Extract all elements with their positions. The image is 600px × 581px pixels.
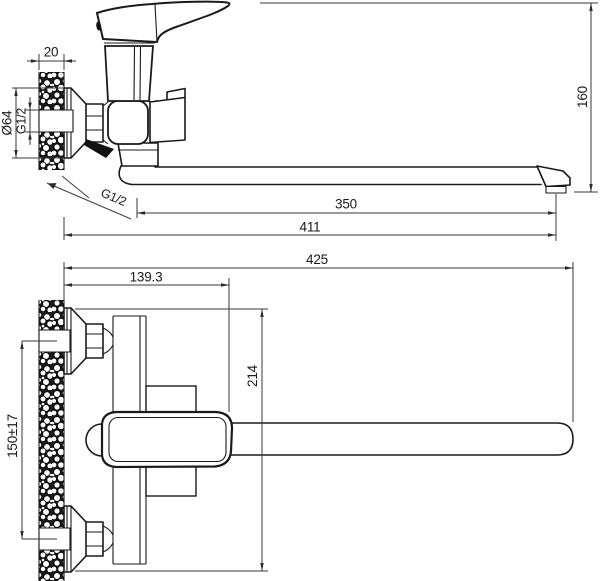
dim-overall-height-label: 160: [575, 86, 590, 108]
dim-overall-depth-label: 214: [245, 364, 260, 387]
dim-shower-outlet-thread-label: G1/2: [99, 186, 129, 209]
dim-spout-reach: 350: [136, 194, 557, 241]
dim-inlet-centres-label: 150±17: [5, 414, 20, 458]
valve-body-side: [107, 100, 157, 145]
dim-inlet-thread: G1/2: [15, 97, 39, 145]
plan-view: 425 139.3 214 150±17: [5, 252, 574, 581]
handle-plan: [85, 410, 234, 469]
dim-inlet-thread-label: G1/2: [15, 108, 29, 135]
spout-side: [118, 165, 571, 194]
dim-inlet-centres: 150±17: [5, 340, 57, 540]
side-view: 20 Ø64 G1/2 160 350: [0, 0, 598, 241]
eccentric-union-bottom: [38, 505, 104, 573]
dim-escutcheon-diameter: Ø64: [0, 87, 64, 159]
dim-wall-to-cartridge: 139.3: [64, 270, 230, 412]
inlet-pipe-side: [38, 109, 74, 133]
dim-overall-height: 160: [260, 2, 598, 193]
dim-wall-to-cartridge-label: 139.3: [130, 270, 163, 285]
dim-overall-depth: 214: [75, 308, 268, 572]
dim-overall-length-label: 425: [306, 252, 328, 267]
dim-reach-from-wall: 411: [63, 217, 556, 240]
dim-overall-length: 425: [63, 252, 574, 422]
dim-wall-thickness-label: 20: [44, 45, 59, 60]
dim-reach-from-wall-label: 411: [300, 220, 321, 235]
spout-plan: [195, 422, 574, 456]
union-nut-side: [85, 101, 109, 145]
dim-shower-outlet-thread: G1/2: [46, 175, 132, 220]
handle-base: [104, 45, 154, 102]
dim-spout-reach-label: 350: [335, 197, 357, 212]
handle-indicator-dot: [96, 21, 101, 31]
spout-base-block: [117, 142, 159, 167]
dim-wall-thickness: 20: [27, 45, 76, 70]
handle-lever: [95, 0, 231, 44]
diverter-side: [149, 87, 186, 144]
spout-aerator: [545, 185, 567, 194]
dim-escutcheon-diameter-label: Ø64: [0, 110, 15, 136]
body-shadow-wedge: [84, 139, 114, 158]
